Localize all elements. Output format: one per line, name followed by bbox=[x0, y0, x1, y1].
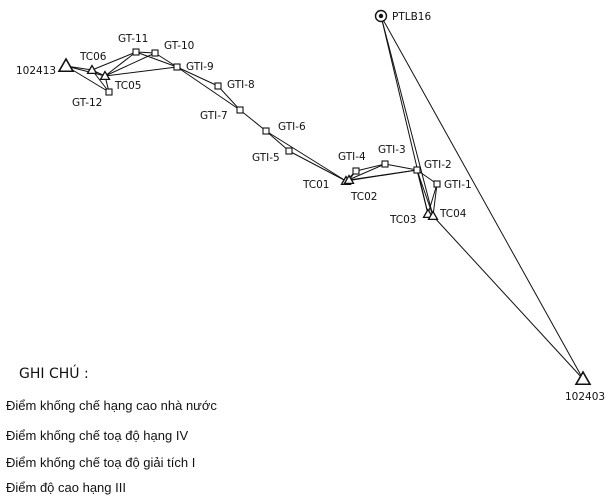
edge-tc05-gt10 bbox=[104, 52, 156, 77]
network-points bbox=[57, 9, 592, 386]
edge-gti9-gti8 bbox=[176, 66, 219, 87]
label-tc02: TC02 bbox=[350, 191, 378, 203]
edge-gt10-gti9 bbox=[154, 52, 178, 68]
point-gti1 bbox=[433, 180, 441, 188]
label-gti1: GTI-1 bbox=[444, 179, 472, 191]
edge-gti1-tc04 bbox=[432, 183, 438, 217]
legend-item-coord-analytic-i: Điểm khống chế toạ độ giải tích I bbox=[6, 455, 196, 470]
label-ptlb16: PTLB16 bbox=[392, 11, 431, 23]
edge-gti1-tc03 bbox=[427, 183, 438, 215]
label-tc03: TC03 bbox=[389, 214, 417, 226]
point-tc06 bbox=[86, 64, 98, 75]
point-gti8 bbox=[214, 82, 222, 90]
edge-gti3-gti2 bbox=[384, 163, 418, 171]
edge-gti5-tc01 bbox=[288, 150, 347, 182]
edge-gt11-gti9 bbox=[135, 51, 178, 68]
edge-tc05-gt11 bbox=[104, 51, 137, 77]
label-gti2: GTI-2 bbox=[424, 159, 452, 171]
edge-tc06-gt11 bbox=[91, 51, 137, 71]
network-labels: 102413 TC06 TC05 GT-12 GT-11 GT-10 GTI-9… bbox=[16, 11, 605, 403]
edge-tc01-gti2 bbox=[345, 169, 418, 182]
point-tc02 bbox=[343, 174, 355, 185]
label-gt10: GT-10 bbox=[164, 40, 194, 52]
label-gti4: GTI-4 bbox=[338, 151, 366, 163]
edge-gti6-tc01 bbox=[265, 130, 347, 182]
point-gti3 bbox=[381, 160, 389, 168]
point-gti4 bbox=[352, 167, 360, 175]
label-gt11: GT-11 bbox=[118, 33, 148, 45]
edge-tc05-gti9 bbox=[104, 66, 178, 77]
legend-item-height-grade-iii: Điểm độ cao hạng III bbox=[6, 480, 126, 495]
label-tc01: TC01 bbox=[302, 179, 330, 191]
label-102413: 102413 bbox=[16, 65, 56, 77]
edge-ptlb16-tc03 bbox=[380, 15, 429, 215]
point-ptlb16 bbox=[374, 9, 388, 23]
legend-item-coord-grade-iv: Điểm khống chế toạ độ hạng IV bbox=[6, 428, 189, 443]
edge-gti9-gti7 bbox=[176, 66, 241, 111]
point-gti7 bbox=[236, 106, 244, 114]
edge-ptlb16-102403 bbox=[380, 15, 584, 380]
label-gti3: GTI-3 bbox=[378, 144, 406, 156]
edge-tc04-102403 bbox=[432, 215, 584, 380]
label-tc05: TC05 bbox=[114, 80, 142, 92]
edge-102413-tc05 bbox=[65, 65, 106, 77]
edge-gti6-gti5 bbox=[265, 130, 290, 152]
network-edges bbox=[65, 15, 584, 380]
label-gti9: GTI-9 bbox=[186, 61, 214, 73]
point-102413 bbox=[57, 57, 75, 73]
label-gti5: GTI-5 bbox=[252, 152, 280, 164]
edge-gti4-gti3 bbox=[355, 163, 386, 172]
label-gti7: GTI-7 bbox=[200, 110, 228, 122]
point-tc05 bbox=[99, 70, 111, 81]
point-gti2 bbox=[413, 166, 421, 174]
legend-title: GHI CHÚ : bbox=[19, 366, 89, 382]
point-tc04 bbox=[427, 210, 439, 221]
point-gt10 bbox=[151, 49, 159, 57]
edge-tc01-gti3 bbox=[345, 163, 386, 182]
label-gti8: GTI-8 bbox=[227, 79, 255, 91]
point-gt12 bbox=[105, 88, 113, 96]
label-gti6: GTI-6 bbox=[278, 121, 306, 133]
point-gti6 bbox=[262, 127, 270, 135]
label-tc04: TC04 bbox=[439, 208, 467, 220]
edge-gti7-gti6 bbox=[239, 109, 267, 132]
edge-ptlb16-tc04 bbox=[380, 15, 434, 217]
point-gt11 bbox=[132, 48, 140, 56]
point-gti5 bbox=[285, 147, 293, 155]
label-102403: 102403 bbox=[565, 391, 605, 403]
point-gti9 bbox=[173, 63, 181, 71]
point-102403 bbox=[574, 370, 592, 386]
label-tc06: TC06 bbox=[79, 51, 107, 63]
legend-item-national-height: Điểm khống chế hạng cao nhà nước bbox=[6, 398, 217, 413]
label-gt12: GT-12 bbox=[72, 97, 102, 109]
edge-gti8-gti7 bbox=[217, 85, 241, 111]
